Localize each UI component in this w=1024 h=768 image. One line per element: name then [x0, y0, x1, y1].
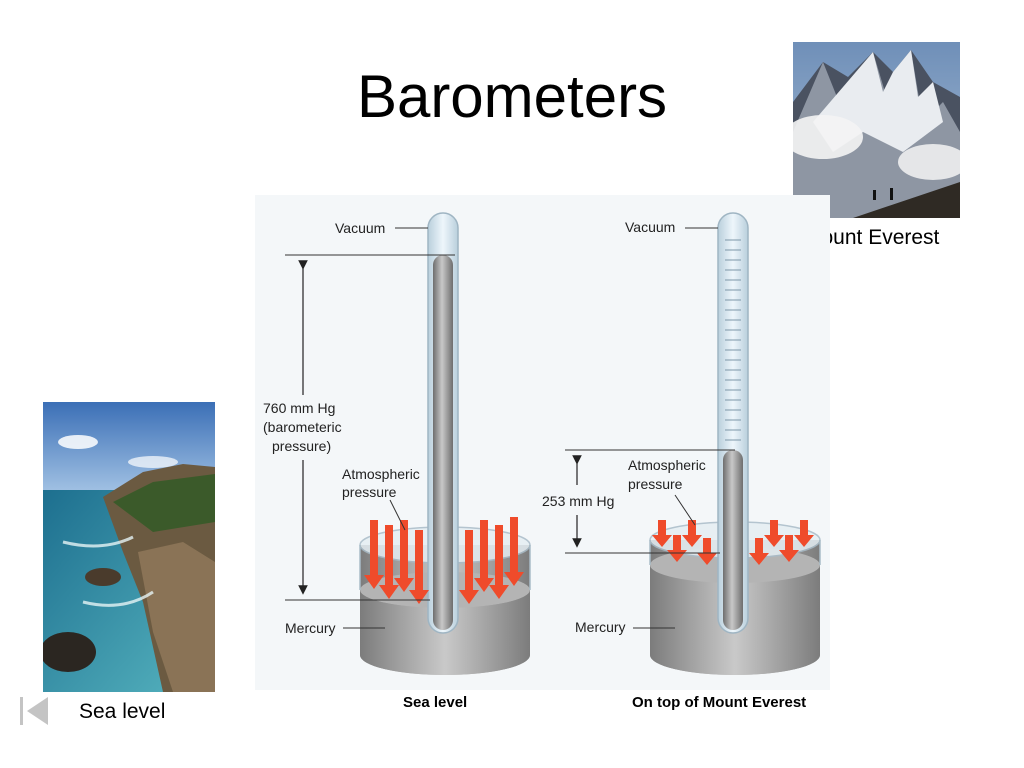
right-mercury-label: Mercury — [575, 619, 626, 635]
right-vacuum-label: Vacuum — [625, 219, 675, 235]
mount-everest-caption: Mount Everest — [804, 226, 940, 249]
sea-level-photo — [43, 402, 215, 692]
left-height-label-3: pressure) — [272, 438, 331, 454]
left-atmospheric-label-1: Atmospheric — [342, 466, 420, 482]
left-mercury-label: Mercury — [285, 620, 336, 636]
slide-title: Barometers — [356, 63, 668, 130]
right-diagram-caption: On top of Mount Everest — [632, 694, 807, 711]
left-vacuum-label: Vacuum — [335, 220, 385, 236]
right-atmospheric-label-2: pressure — [628, 476, 683, 492]
right-atmospheric-label-1: Atmospheric — [628, 457, 706, 473]
sea-level-barometer — [285, 212, 531, 675]
left-height-label-2: (barometeric — [263, 419, 342, 435]
left-height-label-1: 760 mm Hg — [263, 400, 335, 416]
sea-level-caption: Sea level — [79, 700, 166, 723]
barometer-diagram: Vacuum 760 mm Hg (barometeric pressure) … — [255, 195, 830, 690]
mount-everest-photo — [793, 42, 960, 218]
right-height-label: 253 mm Hg — [542, 493, 614, 509]
left-atmospheric-label-2: pressure — [342, 484, 397, 500]
previous-slide-icon[interactable] — [18, 694, 52, 728]
everest-barometer — [565, 212, 821, 675]
left-diagram-caption: Sea level — [403, 694, 468, 711]
